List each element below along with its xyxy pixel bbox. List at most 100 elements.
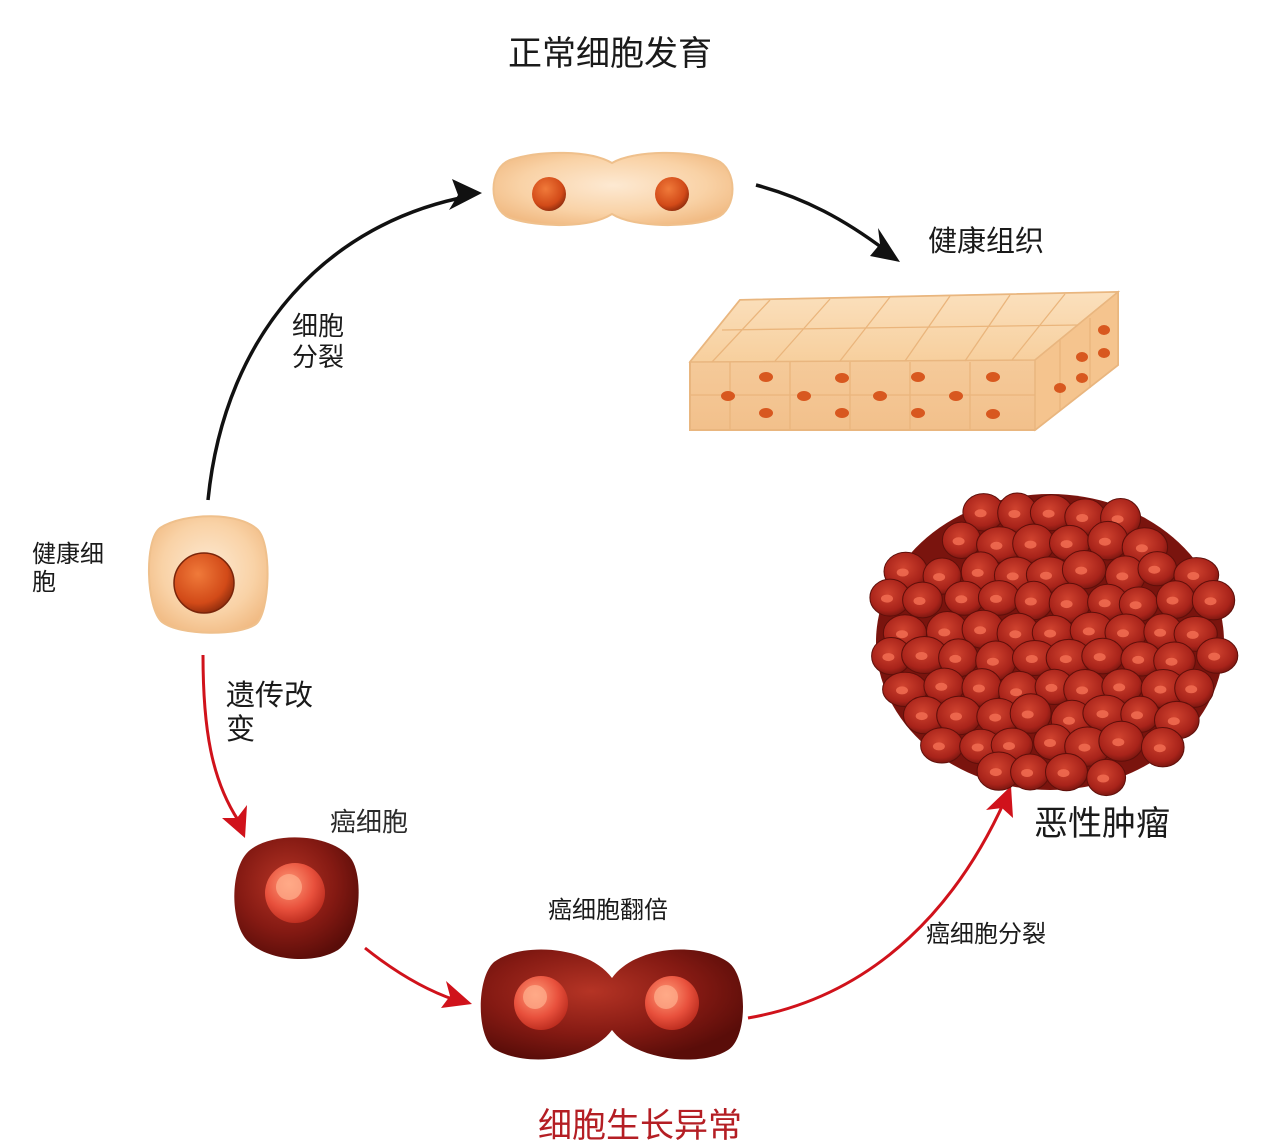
tumor-cell-nucleus — [1075, 566, 1088, 575]
tumor-cell-nucleus — [933, 573, 946, 582]
label-cancer-cell-doubling: 癌细胞翻倍 — [548, 896, 668, 924]
tumor-cell-nucleus — [1167, 717, 1180, 726]
tumor-cell-nucleus — [955, 595, 968, 604]
tumor-cell-nucleus — [974, 509, 987, 518]
tumor-cell-nucleus — [896, 630, 908, 639]
tumor-cell-nucleus — [1063, 716, 1075, 725]
tumor-cell-nucleus — [1148, 565, 1161, 574]
tumor-cell-nucleus — [990, 541, 1003, 550]
tumor-cell-nucleus — [986, 657, 999, 666]
tumor-cell-nucleus — [932, 742, 945, 751]
tumor-cell-nucleus — [1131, 711, 1143, 720]
tumor-cell-nucleus — [952, 537, 965, 546]
arrowhead-tissue — [870, 228, 900, 262]
tumor-cell-nucleus — [1116, 572, 1129, 581]
tumor-cell-nucleus — [1040, 571, 1052, 580]
diagram-title: 正常细胞发育 — [508, 34, 712, 74]
tumor-cell-nucleus — [1003, 742, 1015, 751]
tumor-cell-nucleus — [1117, 629, 1129, 638]
tumor-cell-nucleus — [1166, 596, 1179, 605]
tumor-cell-nucleus — [1186, 630, 1199, 639]
label-genetic-change: 遗传改 变 — [226, 678, 314, 747]
arrowhead-genetic-change — [222, 805, 247, 838]
arrowhead-division — [449, 179, 482, 210]
arrow-doubling-to-tumor — [747, 799, 1007, 1020]
tumor-cell-nucleus — [1208, 652, 1221, 661]
arrow-division-to-tissue — [755, 183, 887, 252]
tumor-cell-nucleus — [896, 568, 909, 577]
tumor-cell-nucleus — [1165, 657, 1178, 666]
tumor-cell-nucleus — [896, 686, 908, 695]
tumor-cell-nucleus — [1024, 597, 1037, 606]
tumor-cell-nucleus — [1153, 744, 1166, 753]
label-cell-division: 细胞 分裂 — [292, 312, 345, 373]
tumor-cell-nucleus — [1185, 685, 1198, 694]
tumor-cell-nucleus — [1154, 685, 1167, 694]
tumor-cell-nucleus — [1021, 769, 1034, 777]
tumor-cell-nucleus — [1045, 683, 1058, 692]
tumor-cell-nucleus — [1042, 509, 1055, 518]
tumor-cell-nucleus — [1044, 739, 1056, 747]
tumor-cell-nucleus — [1113, 683, 1126, 692]
dividing-cancer-cells — [480, 949, 743, 1060]
tumor-cell-nucleus — [1154, 628, 1167, 637]
arrowhead-tumor — [986, 786, 1013, 818]
tumor-cell-nucleus — [1093, 653, 1106, 662]
tumor-cell-nucleus — [1044, 629, 1057, 638]
tumor-cell-nucleus — [1006, 572, 1019, 581]
tumor-cell-nucleus — [915, 652, 928, 660]
tumor-cell-nucleus — [1078, 743, 1091, 752]
tumor-cell-nucleus — [971, 568, 984, 577]
tumor-cell-nucleus — [1098, 537, 1111, 546]
tumor-cell-nucleus — [935, 682, 948, 691]
tumor-cell-nucleus — [974, 626, 987, 635]
tumor-cell-nucleus — [1135, 544, 1148, 553]
label-healthy-tissue: 健康组织 — [928, 224, 1045, 258]
tumor-cell-nucleus — [971, 743, 984, 752]
tumor-cell-nucleus — [989, 713, 1002, 722]
tumor-cell-nucleus — [950, 712, 962, 721]
normal-arrows — [206, 179, 900, 501]
cancer-cell — [234, 837, 359, 960]
tumor-cell-nucleus — [1057, 769, 1070, 778]
tumor-cell-nucleus — [1009, 630, 1022, 639]
tumor-cell-nucleus — [1008, 510, 1021, 518]
tumor-cell-nucleus — [1204, 597, 1217, 606]
abnormal-arrows — [201, 654, 1013, 1020]
tumor-cell-nucleus — [1112, 738, 1125, 747]
tumor-cell-nucleus — [913, 597, 926, 605]
tumor-cell-nucleus — [882, 653, 895, 662]
tumor-cell-nucleus — [1059, 655, 1072, 664]
label-abnormal-growth: 细胞生长异常 — [538, 1106, 742, 1146]
tumor-cell-nucleus — [1060, 540, 1073, 549]
healthy-tissue-block — [688, 290, 1121, 432]
tumor-cell-nucleus — [1024, 540, 1037, 549]
tumor-cell-nucleus — [990, 594, 1002, 603]
tumor-cell-nucleus — [915, 712, 928, 721]
tumor-cell-nucleus — [1010, 688, 1023, 697]
tumor-cell-nucleus — [1082, 627, 1095, 636]
tumor-cell-nucleus — [1098, 599, 1111, 608]
tumor-cell-nucleus — [938, 628, 951, 637]
tumor-cell-nucleus — [1132, 655, 1145, 664]
arrow-genetic-change — [201, 654, 240, 821]
label-healthy-cell: 健康细 胞 — [32, 540, 104, 597]
label-cancer-cell-division: 癌细胞分裂 — [926, 920, 1046, 948]
dividing-healthy-cells — [492, 151, 734, 227]
tumor-cell-nucleus — [1111, 515, 1124, 524]
tumor-cell-nucleus — [1097, 774, 1110, 783]
tumor-cell-nucleus — [1021, 710, 1034, 719]
tumor-cell-nucleus — [989, 768, 1002, 777]
label-cancer-cell: 癌细胞 — [330, 808, 409, 838]
tumor-cell-nucleus — [881, 594, 893, 603]
healthy-cell — [147, 515, 269, 634]
malignant-tumor — [869, 492, 1239, 797]
tumor-cell-nucleus — [1076, 514, 1089, 522]
tumor-cell-nucleus — [949, 654, 962, 663]
tumor-cell-nucleus — [972, 684, 985, 693]
arrowhead-doubling — [441, 981, 472, 1008]
tumor-cell-nucleus — [1187, 572, 1200, 580]
label-malignant-tumor: 恶性肿瘤 — [1034, 804, 1170, 844]
tumor-cell-nucleus — [1096, 710, 1109, 719]
